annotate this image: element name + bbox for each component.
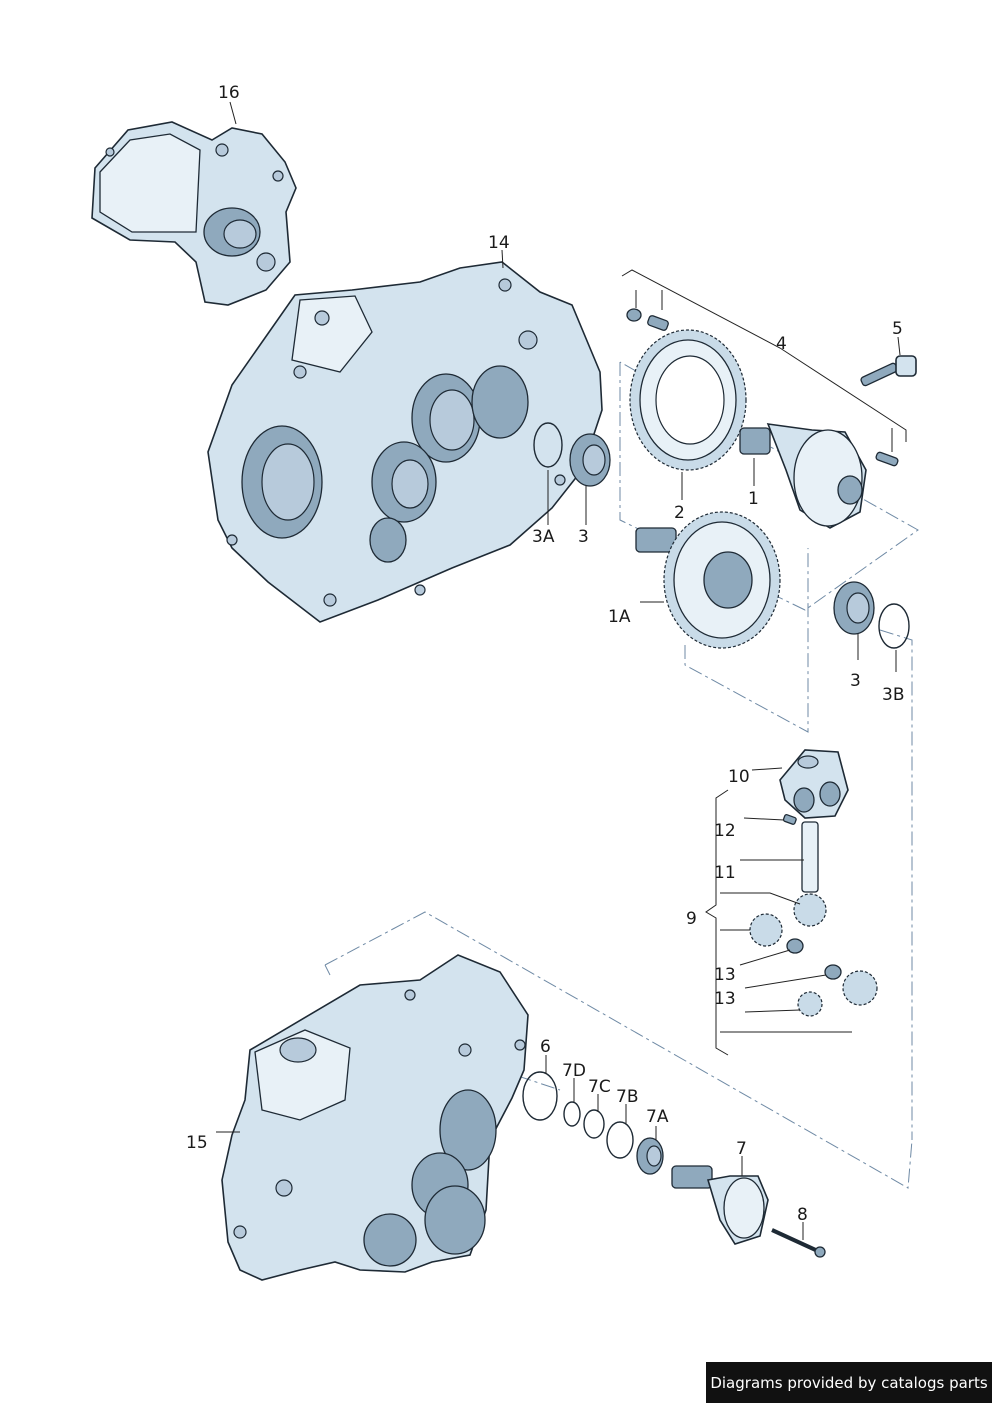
ring-7b bbox=[606, 1121, 634, 1159]
label-3-right: 3 bbox=[850, 671, 861, 691]
ring-7a bbox=[636, 1137, 664, 1175]
label-7: 7 bbox=[736, 1139, 747, 1159]
credit-text: Diagrams provided by catalogs parts bbox=[710, 1373, 988, 1392]
seal-6 bbox=[522, 1071, 558, 1121]
part-16-housing bbox=[91, 121, 297, 306]
ring-7d bbox=[563, 1101, 581, 1127]
label-12: 12 bbox=[714, 821, 736, 841]
part-14-gearbox-housing bbox=[207, 261, 603, 623]
leader-lines bbox=[216, 101, 907, 1240]
label-13-a: 13 bbox=[714, 965, 736, 985]
seal-3a bbox=[533, 422, 563, 468]
label-7c: 7C bbox=[588, 1077, 611, 1097]
label-14: 14 bbox=[488, 233, 510, 253]
label-8: 8 bbox=[797, 1205, 808, 1225]
label-3a: 3A bbox=[532, 527, 555, 547]
label-3b: 3B bbox=[882, 685, 904, 705]
label-15: 15 bbox=[186, 1133, 208, 1153]
label-5: 5 bbox=[892, 319, 903, 339]
part-labels: 16 14 5 4 3A 3 2 1 1A 3 3B 10 12 11 9 13… bbox=[186, 83, 904, 1225]
label-7d: 7D bbox=[562, 1061, 586, 1081]
credit-banner: Diagrams provided by catalogs parts bbox=[706, 1362, 992, 1403]
ring-7c bbox=[583, 1109, 605, 1139]
label-1: 1 bbox=[748, 489, 759, 509]
label-4: 4 bbox=[776, 334, 787, 354]
part-5-sensor bbox=[860, 355, 917, 387]
label-16: 16 bbox=[218, 83, 240, 103]
label-9: 9 bbox=[686, 909, 697, 929]
part-1a-crown-wheel-assembly bbox=[635, 511, 781, 649]
label-10: 10 bbox=[728, 767, 750, 787]
part-11-shaft bbox=[801, 821, 819, 893]
label-7b: 7B bbox=[616, 1087, 638, 1107]
part-7-flange-shaft bbox=[671, 1165, 769, 1245]
label-7a: 7A bbox=[646, 1107, 669, 1127]
part-4-bolt-set bbox=[626, 308, 899, 467]
part-2-crown-wheel bbox=[629, 329, 747, 471]
label-3-upper: 3 bbox=[578, 527, 589, 547]
part-9-gear-kit bbox=[705, 789, 878, 1056]
part-1-differential-housing bbox=[739, 423, 867, 529]
label-1a: 1A bbox=[608, 607, 631, 627]
label-6: 6 bbox=[540, 1037, 551, 1057]
label-11: 11 bbox=[714, 863, 736, 883]
part-15-transmission-housing bbox=[221, 954, 529, 1281]
part-12-pin bbox=[782, 814, 797, 825]
label-13-b: 13 bbox=[714, 989, 736, 1009]
bearing-3-lower bbox=[833, 581, 875, 635]
part-10-differential-cage bbox=[779, 749, 849, 819]
part-8-bolt bbox=[771, 1228, 826, 1258]
label-2: 2 bbox=[674, 503, 685, 523]
ring-3b bbox=[878, 603, 910, 649]
bearing-3-upper bbox=[569, 433, 611, 487]
